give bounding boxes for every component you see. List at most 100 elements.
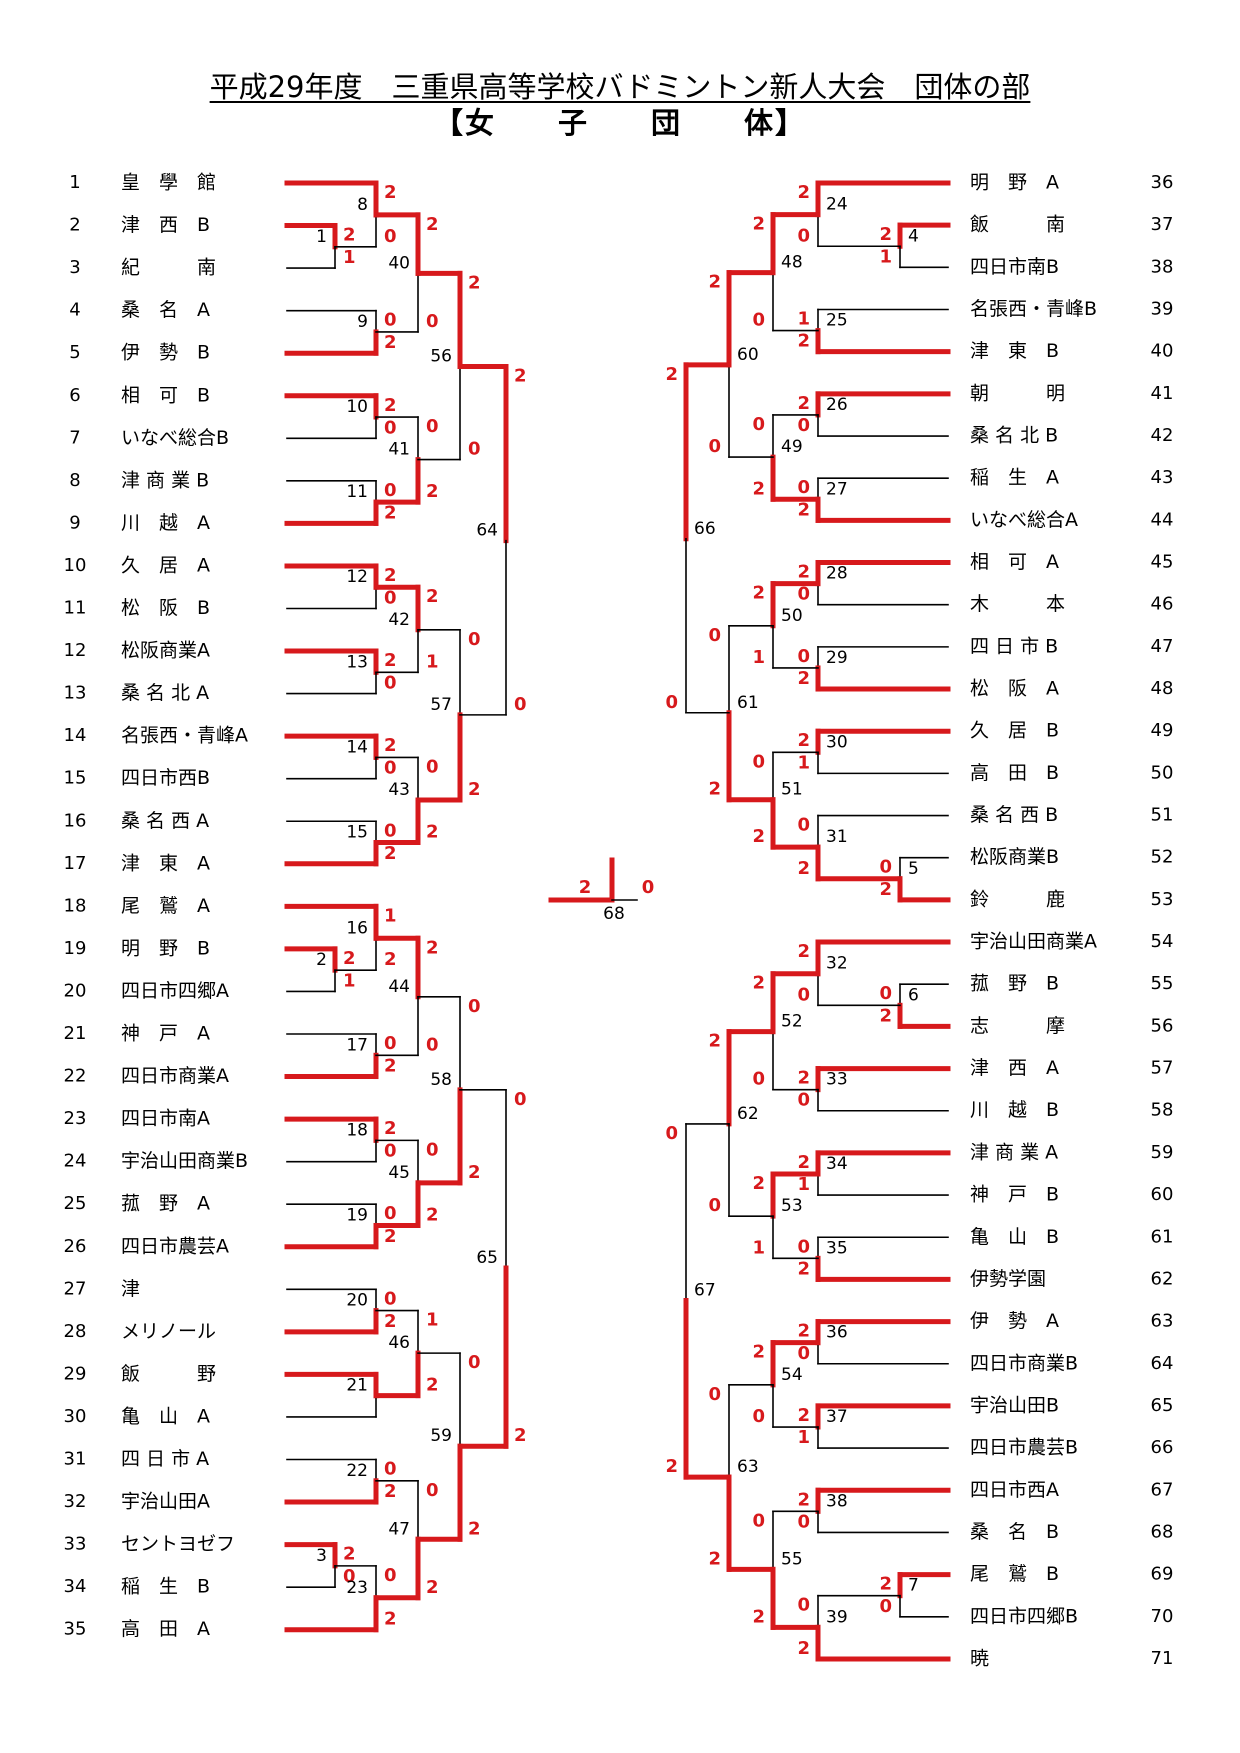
team-name: 尾 鷲 B [970, 1563, 1059, 1585]
match-number: 55 [781, 1549, 803, 1569]
match-score: 0 [514, 1089, 527, 1110]
team-seed-number: 55 [1151, 973, 1174, 994]
match-score: 2 [343, 225, 356, 246]
match-number: 50 [781, 606, 803, 626]
match-score: 0 [797, 1236, 810, 1257]
match-score: 2 [343, 1544, 356, 1565]
match-score: 0 [708, 1384, 721, 1405]
match-number: 8 [357, 195, 368, 215]
match-number: 39 [826, 1607, 848, 1627]
team-seed-number: 40 [1151, 341, 1174, 362]
team-seed-number: 70 [1151, 1606, 1174, 1627]
team-name: 桑 名 A [121, 299, 210, 321]
match-score: 2 [514, 365, 527, 386]
match-score: 1 [426, 1310, 439, 1331]
team-seed-number: 60 [1151, 1184, 1174, 1205]
match-number: 46 [388, 1333, 410, 1353]
team-name: 四日市南B [970, 256, 1059, 278]
match-score: 2 [665, 364, 678, 385]
match-number: 67 [694, 1281, 716, 1301]
match-score: 2 [426, 1577, 439, 1598]
match-number: 57 [430, 695, 452, 715]
team-name: 暁 [970, 1647, 989, 1669]
team-seed-number: 49 [1151, 720, 1174, 741]
match-score: 0 [752, 414, 765, 435]
match-score: 2 [384, 650, 397, 671]
team-seed-number: 25 [64, 1193, 87, 1214]
team-seed-number: 59 [1151, 1142, 1174, 1163]
match-number: 12 [346, 567, 368, 587]
match-score: 0 [384, 226, 397, 247]
team-seed-number: 30 [64, 1406, 87, 1427]
team-name: 高 田 A [121, 1618, 210, 1640]
match-number: 64 [476, 521, 498, 541]
match-score: 1 [797, 1174, 810, 1195]
match-score: 0 [879, 857, 892, 878]
match-number: 66 [694, 519, 716, 539]
page-title-text: 平成29年度 三重県高等学校バドミントン新人大会 団体の部 [209, 70, 1031, 104]
team-name: 飯 南 [970, 214, 1065, 236]
team-seed-number: 4 [69, 300, 80, 321]
team-seed-number: 17 [64, 853, 87, 874]
team-name: 神 戸 B [970, 1184, 1059, 1206]
match-number: 59 [430, 1426, 452, 1446]
team-name: 飯 野 [121, 1363, 216, 1385]
match-score: 0 [797, 1511, 810, 1532]
team-name: 津 西 B [121, 214, 210, 236]
match-score: 2 [752, 214, 765, 235]
match-number: 35 [826, 1238, 848, 1258]
team-seed-number: 6 [69, 385, 80, 406]
match-score: 2 [752, 826, 765, 847]
team-name: 川 越 A [121, 512, 210, 534]
team-seed-number: 24 [64, 1151, 87, 1172]
final-score-left: 2 [579, 877, 592, 898]
match-number: 10 [346, 397, 368, 417]
match-score: 2 [797, 182, 810, 203]
match-score: 0 [797, 1595, 810, 1616]
match-score: 0 [468, 439, 481, 460]
match-score: 0 [797, 815, 810, 836]
match-number: 1 [316, 227, 327, 247]
match-number: 54 [781, 1365, 803, 1385]
match-number: 26 [826, 395, 848, 415]
team-seed-number: 26 [64, 1236, 87, 1257]
team-name: 伊 勢 B [121, 342, 210, 364]
team-seed-number: 57 [1151, 1058, 1174, 1079]
match-score: 1 [797, 752, 810, 773]
match-number: 43 [388, 780, 410, 800]
match-score: 0 [426, 1139, 439, 1160]
team-name: セントヨゼフ [121, 1533, 235, 1555]
team-name: 菰 野 A [121, 1193, 210, 1215]
team-name: 四日市農芸B [970, 1437, 1078, 1459]
match-score: 0 [343, 1566, 356, 1587]
team-name: 津 商 業 A [970, 1141, 1058, 1163]
team-name: 名張西・青峰B [970, 298, 1097, 320]
match-number: 33 [826, 1070, 848, 1090]
match-score: 0 [384, 1565, 397, 1586]
match-score: 0 [384, 758, 397, 779]
team-seed-number: 33 [64, 1534, 87, 1555]
match-number: 58 [430, 1070, 452, 1090]
team-seed-number: 61 [1151, 1226, 1174, 1247]
team-name: 津 商 業 B [121, 469, 209, 491]
match-number: 14 [346, 737, 368, 757]
team-seed-number: 68 [1151, 1521, 1174, 1542]
match-score: 0 [752, 1406, 765, 1427]
match-number: 7 [908, 1576, 919, 1596]
team-seed-number: 51 [1151, 805, 1174, 826]
match-number: 13 [346, 652, 368, 672]
match-number: 65 [476, 1248, 498, 1268]
match-number: 24 [826, 195, 848, 215]
team-name: 伊 勢 A [970, 1310, 1059, 1332]
match-score: 0 [384, 1033, 397, 1054]
team-name: 四日市西B [121, 767, 210, 789]
match-number: 22 [346, 1461, 368, 1481]
match-score: 2 [797, 1638, 810, 1659]
team-name: 伊勢学園 [970, 1268, 1046, 1290]
match-score: 1 [797, 1427, 810, 1448]
match-number: 2 [316, 950, 327, 970]
team-seed-number: 15 [64, 768, 87, 789]
match-score: 2 [797, 941, 810, 962]
team-seed-number: 71 [1151, 1648, 1174, 1669]
match-score: 2 [468, 1518, 481, 1539]
